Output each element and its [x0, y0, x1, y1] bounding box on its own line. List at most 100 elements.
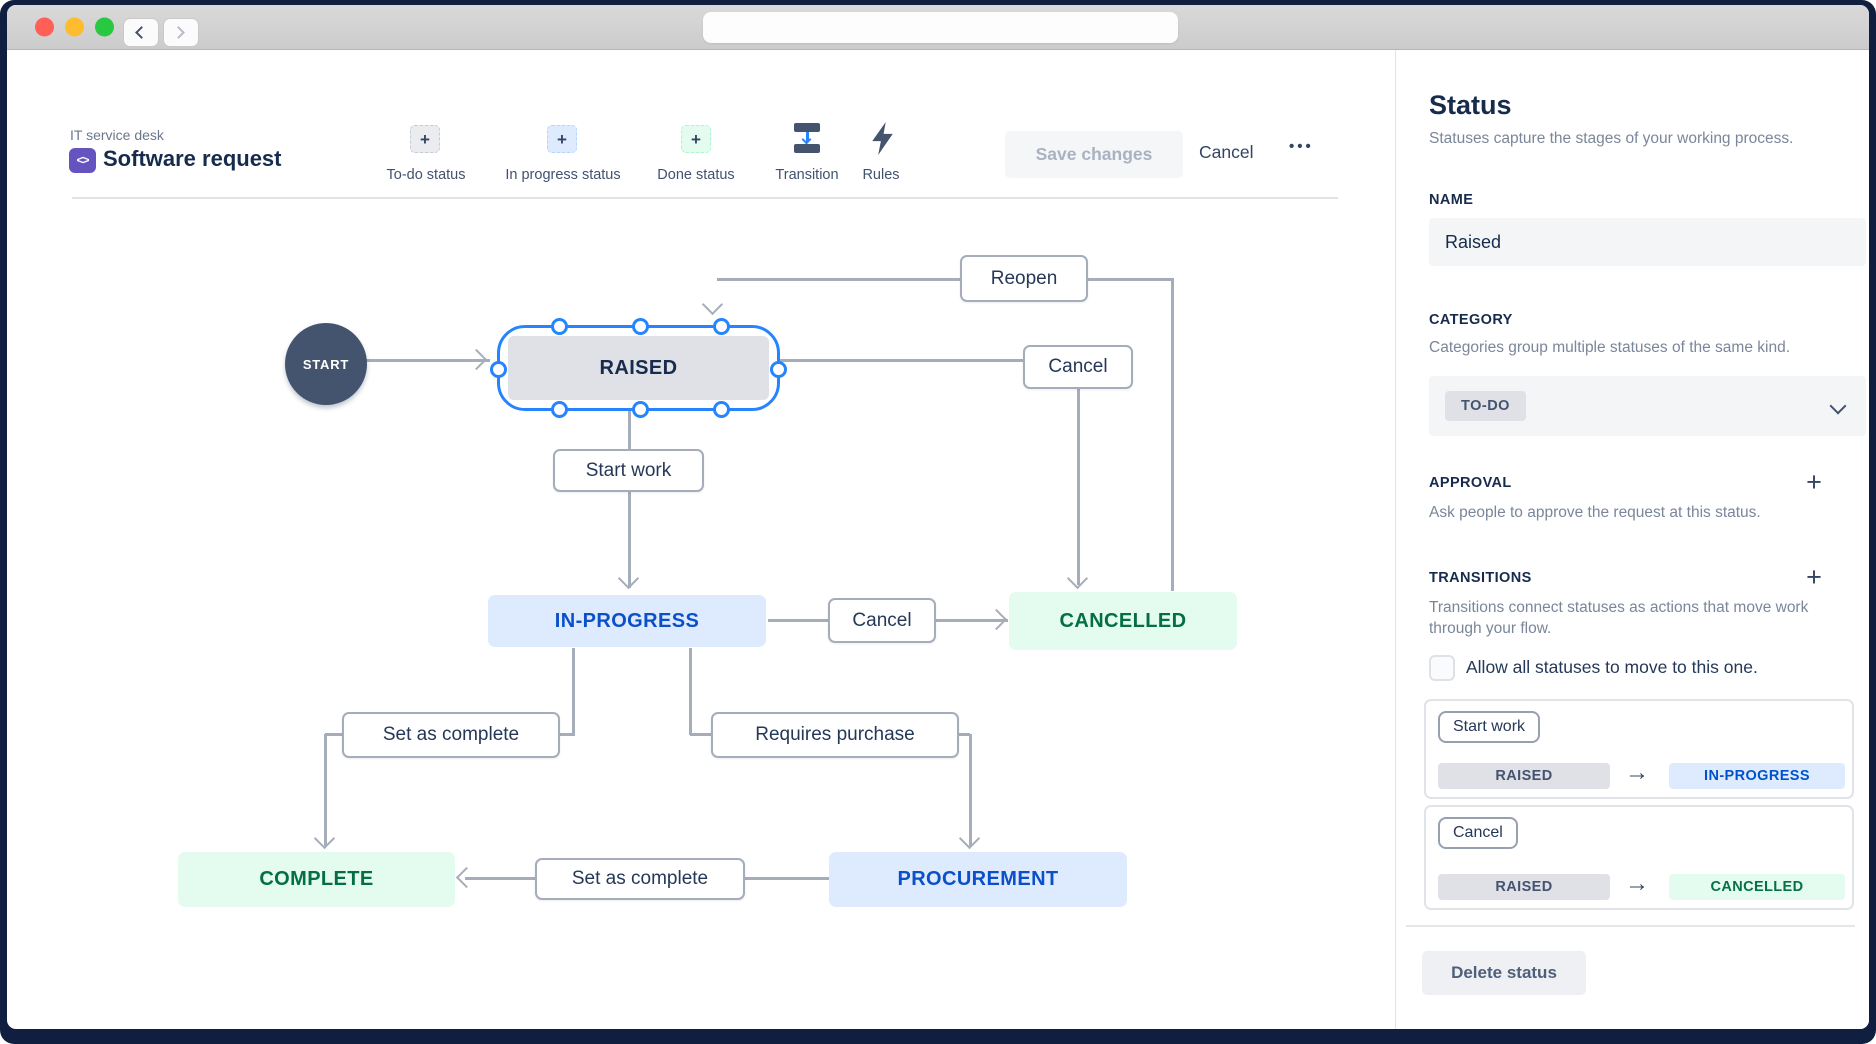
- add-inprogress-status-button[interactable]: +: [547, 125, 577, 153]
- transition-label-cancel-top[interactable]: Cancel: [1023, 345, 1133, 389]
- delete-status-button[interactable]: Delete status: [1422, 951, 1586, 995]
- transition-label-set-complete-left[interactable]: Set as complete: [342, 712, 560, 758]
- transition-card[interactable]: Start work RAISED → IN-PROGRESS: [1424, 699, 1854, 799]
- approval-subtitle: Ask people to approve the request at thi…: [1429, 504, 1761, 521]
- project-name: IT service desk: [70, 127, 164, 143]
- arrowhead-icon: [617, 567, 640, 590]
- resize-handle[interactable]: [632, 318, 649, 335]
- category-select[interactable]: TO-DO: [1429, 376, 1866, 436]
- node-raised[interactable]: RAISED: [508, 336, 769, 400]
- arrowhead-icon: [958, 827, 981, 850]
- transition-label-reopen[interactable]: Reopen: [960, 255, 1088, 302]
- edge-requires-purchase-v1: [689, 648, 692, 735]
- cancel-button[interactable]: Cancel: [1199, 142, 1254, 162]
- node-in-progress[interactable]: IN-PROGRESS: [488, 595, 766, 647]
- transition-label-requires-purchase[interactable]: Requires purchase: [711, 712, 959, 758]
- edge-reopen-horizontal: [717, 278, 1174, 281]
- toolbar-divider: [72, 197, 1338, 199]
- minimize-window-button[interactable]: [65, 17, 84, 37]
- page-title: Software request: [103, 146, 282, 171]
- panel-divider: [1406, 925, 1855, 927]
- more-menu-button[interactable]: •••: [1289, 138, 1314, 155]
- transition-label-start-work[interactable]: Start work: [553, 449, 704, 492]
- arrowhead-icon: [465, 348, 488, 371]
- arrowhead-icon: [1066, 567, 1089, 590]
- resize-handle[interactable]: [632, 401, 649, 418]
- request-type-icon: <>: [69, 148, 96, 173]
- resize-handle[interactable]: [490, 361, 507, 378]
- node-complete[interactable]: COMPLETE: [178, 852, 455, 907]
- rules-icon[interactable]: [872, 122, 893, 155]
- status-name-input[interactable]: [1429, 218, 1866, 266]
- close-window-button[interactable]: [35, 17, 54, 37]
- transition-to-badge: CANCELLED: [1669, 874, 1845, 900]
- allow-all-statuses-label: Allow all statuses to move to this one.: [1466, 657, 1758, 677]
- transition-name-pill[interactable]: Cancel: [1438, 817, 1518, 849]
- app-window: IT service desk <> Software request + To…: [7, 5, 1869, 1029]
- arrowhead-icon: [701, 293, 724, 316]
- inprogress-status-label: In progress status: [505, 167, 621, 183]
- arrow-right-icon: →: [1625, 870, 1649, 897]
- transition-label: Transition: [775, 167, 839, 183]
- rules-label: Rules: [862, 167, 900, 183]
- resize-handle[interactable]: [551, 318, 568, 335]
- forward-icon: [172, 26, 185, 39]
- node-start[interactable]: START: [285, 323, 367, 405]
- resize-handle[interactable]: [551, 401, 568, 418]
- plus-icon: +: [557, 130, 567, 149]
- back-button[interactable]: [123, 18, 159, 47]
- arrow-right-icon: →: [1625, 759, 1649, 786]
- zoom-window-button[interactable]: [95, 17, 114, 37]
- category-value-badge: TO-DO: [1445, 391, 1526, 421]
- workflow-toolbar: IT service desk <> Software request + To…: [7, 50, 1395, 199]
- name-section-label: NAME: [1429, 192, 1474, 208]
- back-icon: [135, 26, 148, 39]
- add-approval-button[interactable]: +: [1799, 467, 1829, 497]
- arrowhead-icon: [455, 866, 478, 889]
- todo-status-label: To-do status: [386, 167, 466, 183]
- allow-all-statuses-checkbox[interactable]: [1429, 655, 1455, 681]
- address-bar[interactable]: [703, 12, 1178, 43]
- edge-cancel-top-horizontal: [777, 359, 1025, 362]
- plus-icon: +: [420, 130, 430, 149]
- panel-title: Status: [1429, 90, 1512, 120]
- category-subtitle: Categories group multiple statuses of th…: [1429, 339, 1790, 356]
- edge-reopen-vertical: [1171, 279, 1174, 591]
- edge-set-complete-left-v1: [572, 648, 575, 735]
- plus-icon: +: [691, 130, 701, 149]
- resize-handle[interactable]: [770, 361, 787, 378]
- chevron-down-icon: [1829, 397, 1847, 415]
- arrowhead-icon: [313, 827, 336, 850]
- forward-button[interactable]: [163, 18, 199, 47]
- done-status-label: Done status: [657, 167, 735, 183]
- category-section-label: CATEGORY: [1429, 312, 1513, 328]
- edge-cancel-top-vertical: [1077, 389, 1080, 585]
- edge-requires-purchase-v2: [969, 734, 972, 846]
- add-done-status-button[interactable]: +: [681, 125, 711, 153]
- panel-subtitle: Statuses capture the stages of your work…: [1429, 130, 1794, 147]
- resize-handle[interactable]: [713, 318, 730, 335]
- add-transition-panel-button[interactable]: +: [1799, 562, 1829, 592]
- edge-start-to-raised: [360, 359, 490, 362]
- transition-from-badge: RAISED: [1438, 763, 1610, 789]
- transitions-subtitle: Transitions connect statuses as actions …: [1429, 599, 1809, 637]
- transition-name-pill[interactable]: Start work: [1438, 711, 1541, 743]
- transition-icon: [794, 123, 820, 132]
- approval-section-label: APPROVAL: [1429, 475, 1512, 491]
- transition-to-badge: IN-PROGRESS: [1669, 763, 1845, 789]
- transition-from-badge: RAISED: [1438, 874, 1610, 900]
- transitions-section-label: TRANSITIONS: [1429, 570, 1532, 586]
- node-cancelled[interactable]: CANCELLED: [1009, 592, 1237, 650]
- node-procurement[interactable]: PROCUREMENT: [829, 852, 1127, 907]
- arrowhead-icon: [985, 608, 1008, 631]
- edge-start-work: [628, 406, 631, 588]
- add-transition-button[interactable]: [792, 123, 822, 155]
- resize-handle[interactable]: [713, 401, 730, 418]
- transition-label-cancel-mid[interactable]: Cancel: [828, 598, 936, 643]
- transition-card[interactable]: Cancel RAISED → CANCELLED: [1424, 805, 1854, 910]
- transition-label-set-complete-bottom[interactable]: Set as complete: [535, 858, 745, 900]
- edge-set-complete-left-v2: [324, 734, 327, 846]
- save-changes-button[interactable]: Save changes: [1005, 131, 1183, 178]
- add-todo-status-button[interactable]: +: [410, 125, 440, 153]
